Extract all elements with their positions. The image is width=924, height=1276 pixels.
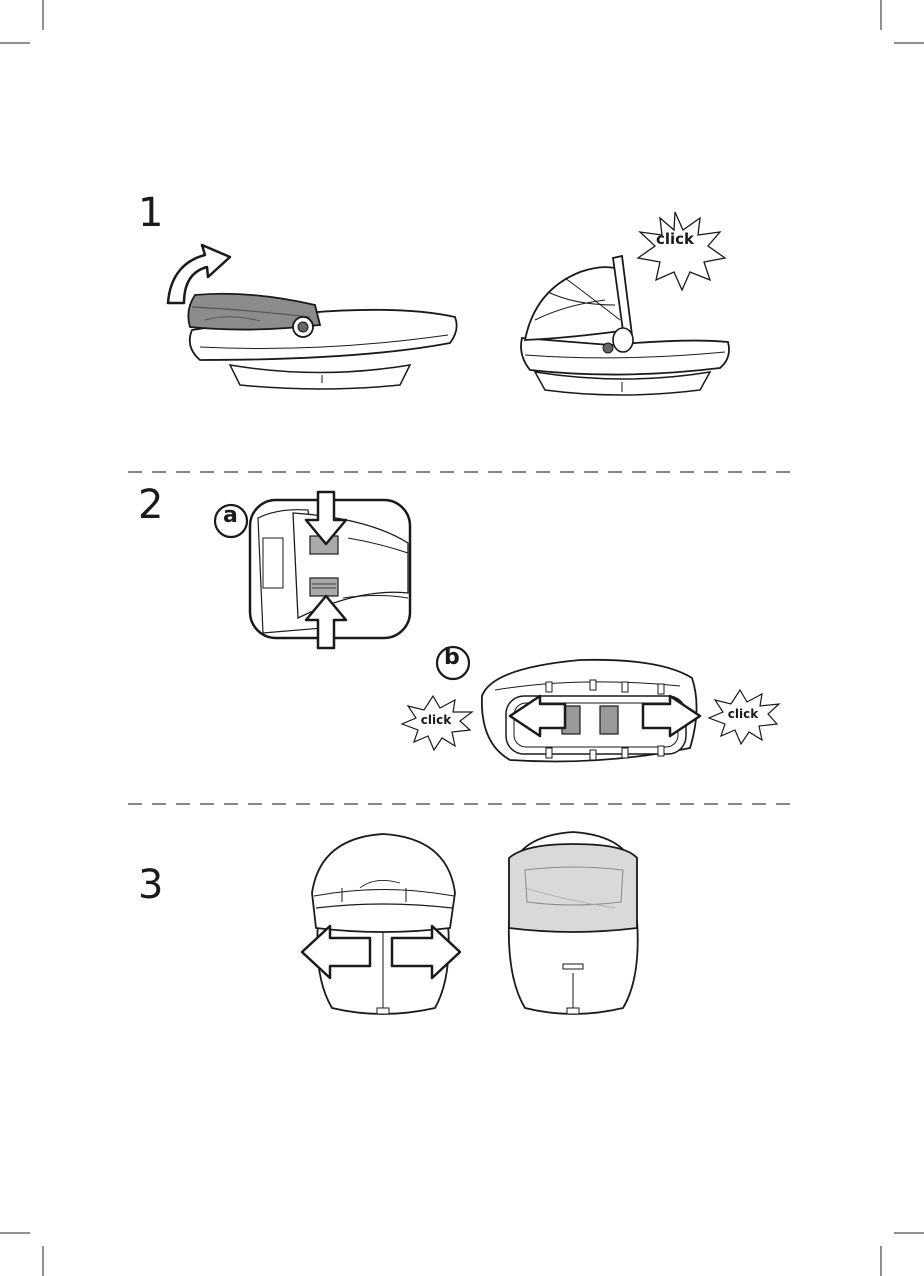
step-1-number: 1 [138, 193, 163, 233]
click-label-2: click [421, 713, 452, 727]
click-burst-icon: click [402, 696, 472, 750]
click-label-1: click [656, 230, 695, 248]
step-1-carrycot-folded [160, 235, 470, 395]
click-burst-icon: click [638, 212, 725, 290]
section-divider [128, 802, 798, 806]
step-3-number: 3 [138, 865, 163, 905]
step-1-carrycot-open: click [510, 210, 760, 410]
step-3-covered-view [505, 828, 645, 1023]
step-2a-detail [248, 498, 413, 640]
step-2-number: 2 [138, 485, 163, 525]
step-3-front-view [300, 828, 465, 1023]
step-2b-underside: click click [400, 648, 780, 773]
click-label-3: click [728, 707, 759, 721]
step-2a-label: a [223, 503, 238, 528]
section-divider [128, 470, 798, 474]
click-burst-icon: click [709, 690, 779, 744]
